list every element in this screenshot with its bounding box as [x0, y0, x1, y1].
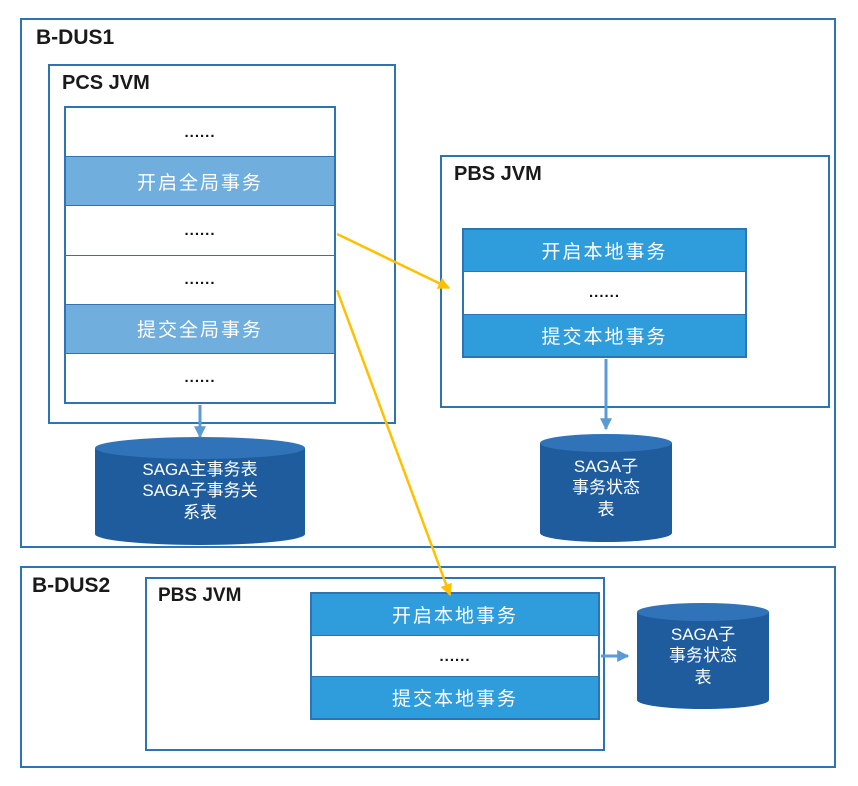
pbs2-flow-table: 开启本地事务 ...... 提交本地事务 — [310, 592, 600, 720]
saga-sub-table-db-2-label: SAGA子 事务状态 表 — [669, 625, 737, 687]
pbs2-row-dots: ...... — [312, 636, 598, 678]
pbs1-row-begin-local-tx: 开启本地事务 — [464, 230, 745, 273]
pcs-flow-table: ...... 开启全局事务 ...... ...... 提交全局事务 .....… — [64, 106, 336, 404]
pbs1-flow-table: 开启本地事务 ...... 提交本地事务 — [462, 228, 747, 358]
pcs-row-dots-1: ...... — [66, 108, 334, 158]
pcs-row-dots-2: ...... — [66, 206, 334, 256]
pcs-row-begin-global-tx: 开启全局事务 — [66, 157, 334, 207]
saga-main-table-db-label: SAGA主事务表 SAGA子事务关 系表 — [142, 460, 258, 522]
saga-sub-table-db-1: SAGA子 事务状态 表 — [540, 434, 672, 542]
saga-main-table-db: SAGA主事务表 SAGA子事务关 系表 — [95, 437, 305, 545]
pbs1-row-commit-local-tx: 提交本地事务 — [464, 314, 745, 356]
pbs1-row-dots: ...... — [464, 272, 745, 315]
saga-sub-table-db-1-label: SAGA子 事务状态 表 — [572, 457, 640, 519]
saga-sub-table-db-2: SAGA子 事务状态 表 — [637, 603, 769, 709]
pcs-row-dots-3: ...... — [66, 256, 334, 305]
pbs2-row-commit-local-tx: 提交本地事务 — [312, 677, 598, 719]
pbs2-row-begin-local-tx: 开启本地事务 — [312, 594, 598, 636]
bdus2-label: B-DUS2 — [32, 574, 111, 597]
pbs1-jvm-label: PBS JVM — [454, 163, 542, 185]
pcs-row-dots-4: ...... — [184, 369, 216, 387]
pcs-row-commit-global-tx: 提交全局事务 — [66, 304, 334, 354]
pbs2-jvm-label: PBS JVM — [158, 585, 242, 606]
pcs-jvm-label: PCS JVM — [62, 72, 150, 94]
bdus1-label: B-DUS1 — [36, 26, 115, 49]
